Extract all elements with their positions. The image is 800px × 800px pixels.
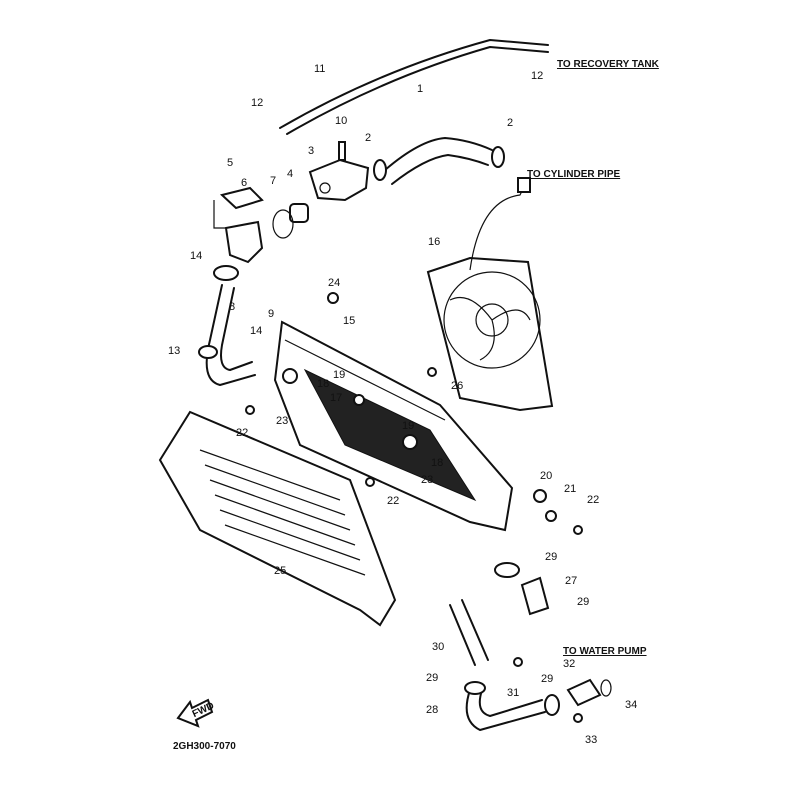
callout: 29 bbox=[426, 672, 438, 684]
radiator-outlet-hose-upper bbox=[198, 284, 256, 386]
callout: 29 bbox=[577, 596, 589, 608]
water-pump-pipes bbox=[449, 562, 612, 731]
callout: 2 bbox=[507, 117, 513, 129]
radiator-cover-grille bbox=[158, 410, 397, 627]
callout: 21 bbox=[564, 483, 576, 495]
callout: 9 bbox=[268, 308, 274, 320]
callout: 29 bbox=[541, 673, 553, 685]
callout: 19 bbox=[402, 420, 414, 432]
callout: 27 bbox=[565, 575, 577, 587]
callout: 6 bbox=[241, 177, 247, 189]
callout: 28 bbox=[426, 704, 438, 716]
callout: 8 bbox=[229, 301, 235, 313]
drawing-code: 2GH300-7070 bbox=[173, 741, 236, 752]
callout: 10 bbox=[335, 115, 347, 127]
note-recovery-tank: TO RECOVERY TANK bbox=[557, 59, 660, 70]
callout: 2 bbox=[365, 132, 371, 144]
callout: 18 bbox=[431, 457, 443, 469]
note-cylinder-pipe: TO CYLINDER PIPE bbox=[527, 169, 620, 180]
callout: 14 bbox=[250, 325, 262, 337]
callout: 13 bbox=[168, 345, 180, 357]
callout: 30 bbox=[432, 641, 444, 653]
note-water-pump: TO WATER PUMP bbox=[563, 646, 647, 657]
callout: 11 bbox=[314, 63, 325, 75]
callout: 29 bbox=[545, 551, 557, 563]
callout: 3 bbox=[308, 145, 314, 157]
callout: 22 bbox=[387, 495, 399, 507]
thermostat-housing bbox=[213, 141, 370, 281]
callout: 22 bbox=[236, 427, 248, 439]
callout: 34 bbox=[625, 699, 637, 711]
callout: 14 bbox=[190, 250, 202, 262]
callout: 23 bbox=[276, 415, 288, 427]
fasteners bbox=[245, 292, 583, 723]
cooling-fan bbox=[426, 177, 554, 412]
callout: 5 bbox=[227, 157, 233, 169]
callout: 24 bbox=[328, 277, 340, 289]
callout: 19 bbox=[333, 369, 345, 381]
callout: 32 bbox=[563, 658, 575, 670]
callout: 18 bbox=[317, 378, 329, 390]
callout: 33 bbox=[585, 734, 597, 746]
callout: 15 bbox=[343, 315, 355, 327]
callout: 12 bbox=[531, 70, 543, 82]
overflow-hose bbox=[279, 39, 549, 135]
callout: 16 bbox=[428, 236, 440, 248]
callout: 4 bbox=[287, 168, 293, 180]
radiator bbox=[273, 320, 514, 532]
callout: 26 bbox=[451, 380, 463, 392]
callout: 31 bbox=[507, 687, 519, 699]
callout: 23 bbox=[421, 474, 433, 486]
callout: 20 bbox=[540, 470, 552, 482]
callout: 1 bbox=[417, 83, 423, 95]
callout: 22 bbox=[587, 494, 599, 506]
radiator-inlet-hose bbox=[373, 137, 505, 185]
callout: 7 bbox=[270, 175, 276, 187]
callout: 25 bbox=[274, 565, 286, 577]
callout-numbers: 11 12 12 1 10 2 2 3 4 5 6 7 14 9 8 24 15… bbox=[168, 63, 637, 746]
forward-arrow-icon: FWD bbox=[176, 698, 216, 728]
callout: 12 bbox=[251, 97, 263, 109]
callout: 17 bbox=[330, 392, 342, 404]
